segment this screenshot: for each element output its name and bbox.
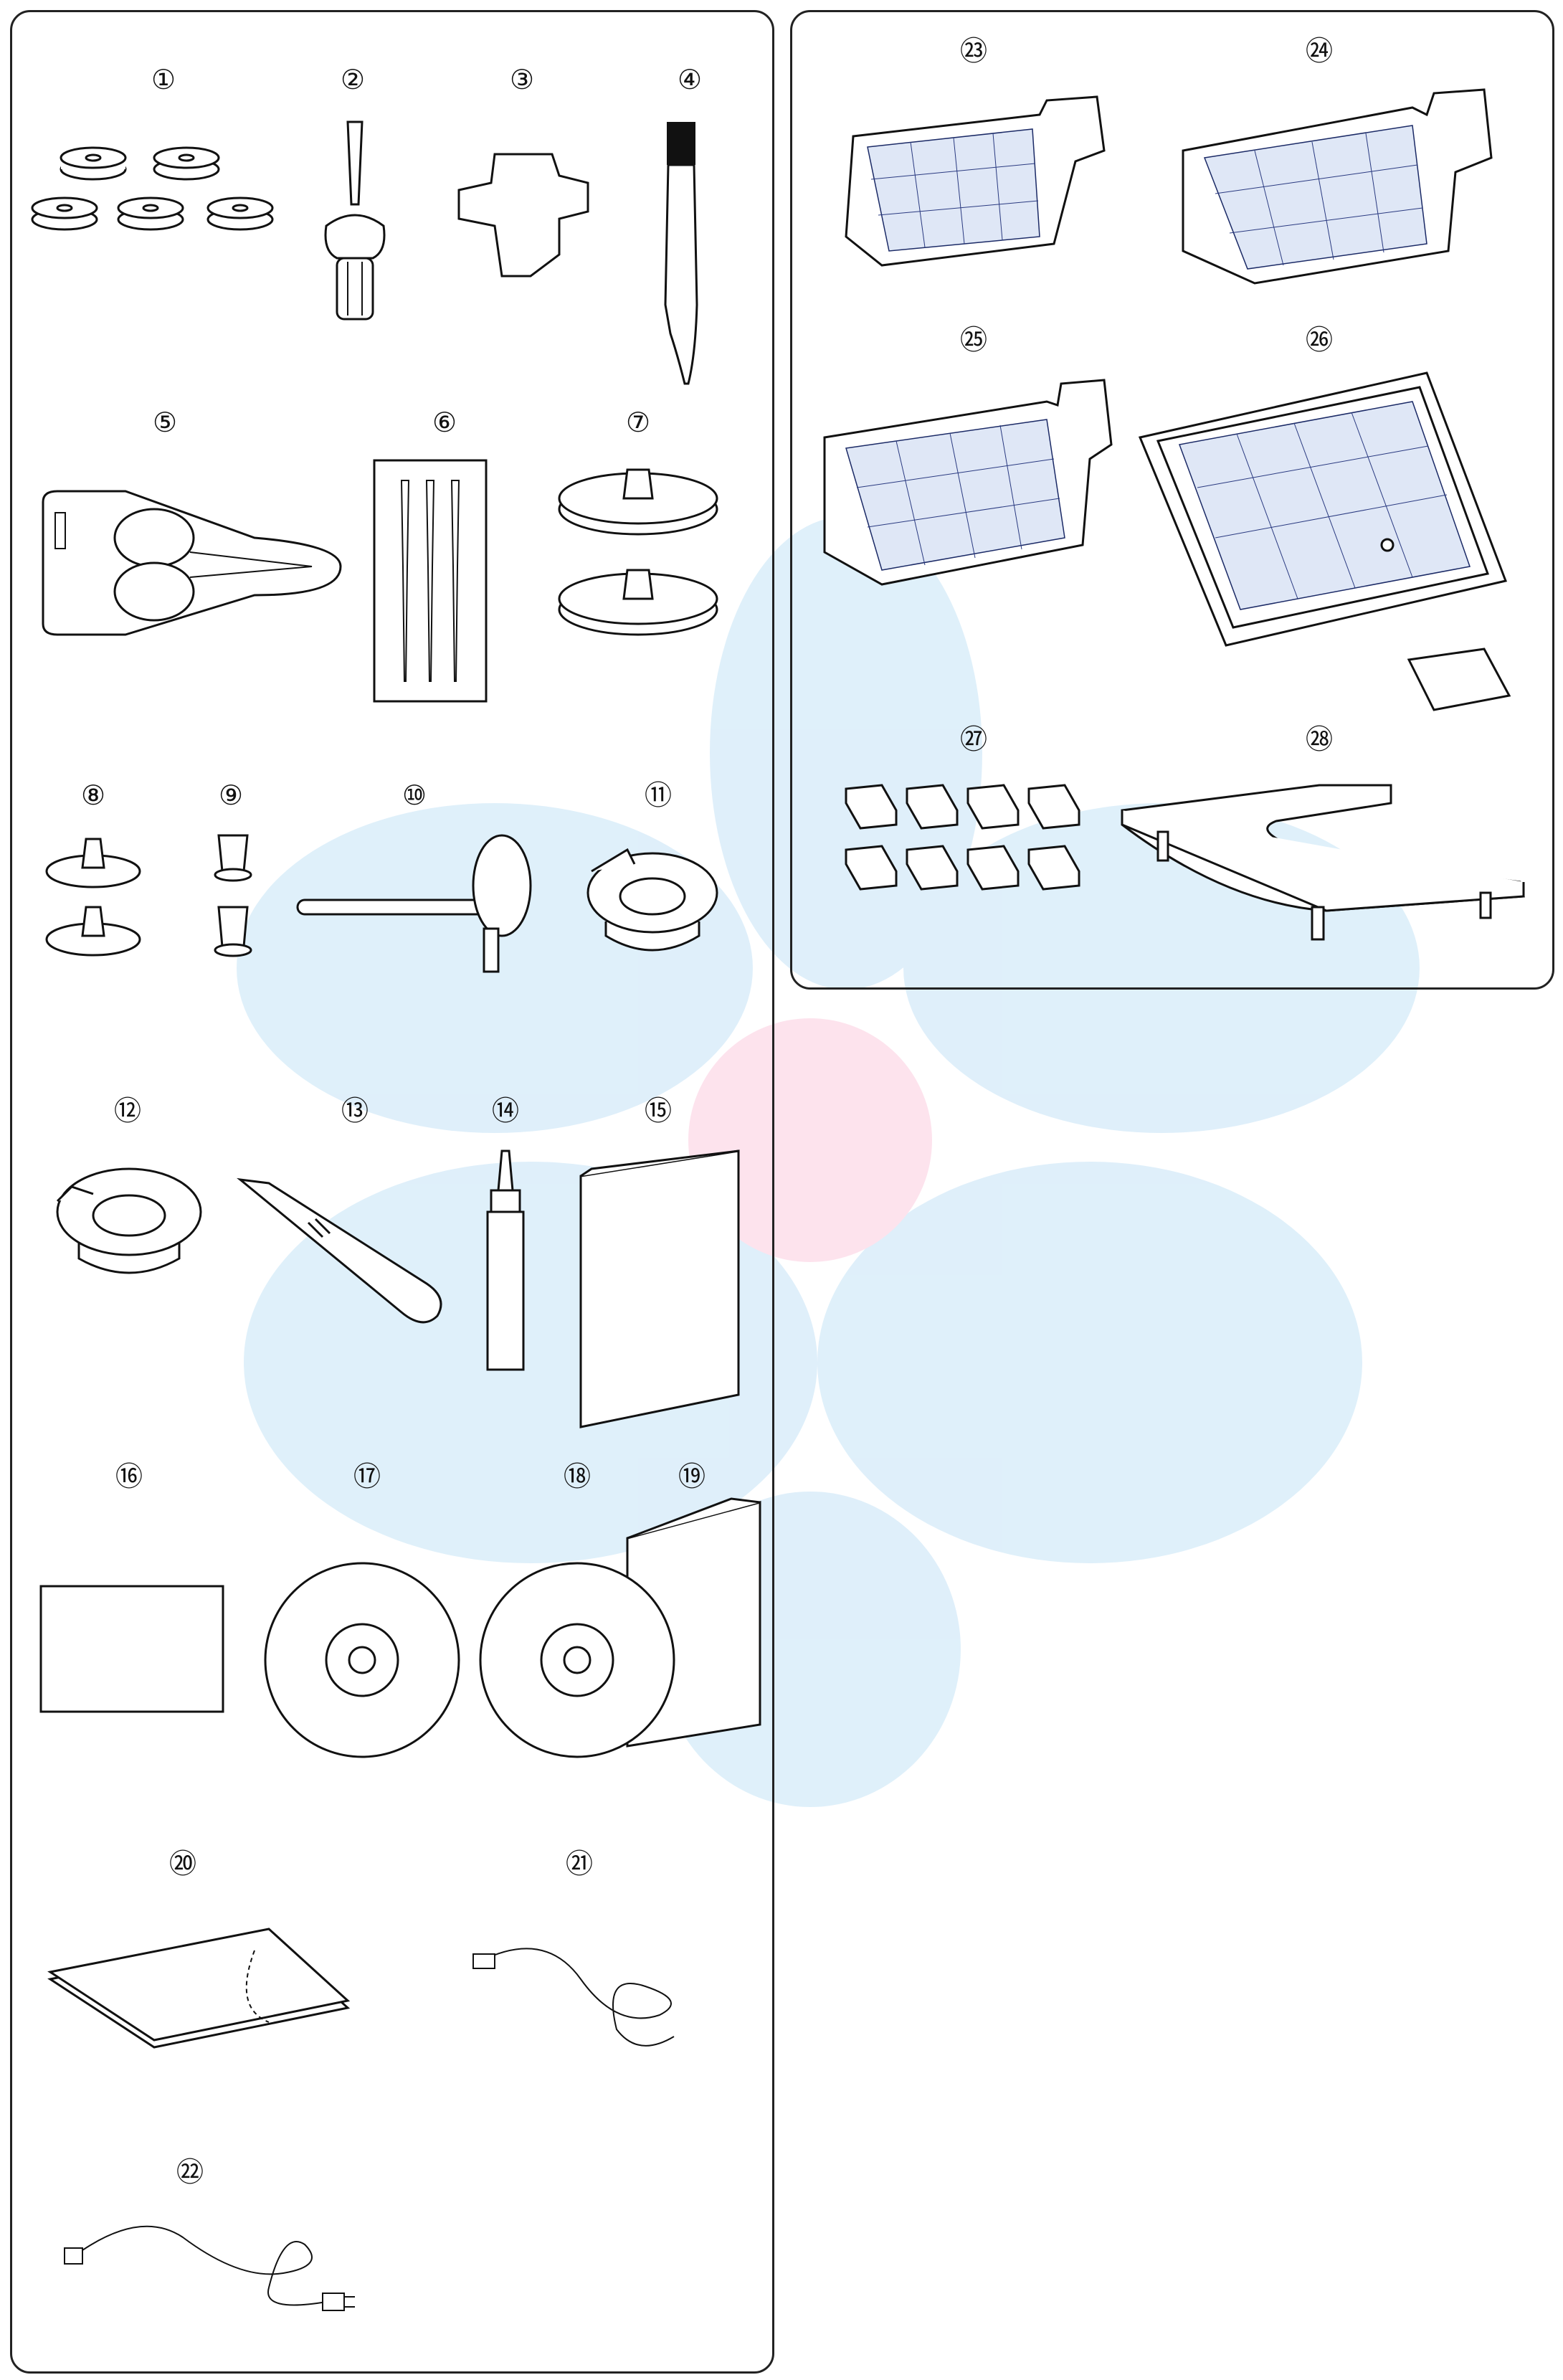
- embroidery-hoop-sq23-icon: [823, 379, 1113, 586]
- item-number-17: ⑰: [353, 1461, 381, 1492]
- bobbins-icon: [31, 146, 274, 231]
- item-number-8: ⑧: [80, 779, 106, 811]
- embroidery-hoop-sq14-icon: [845, 95, 1106, 267]
- item-number-6: ⑥: [432, 407, 457, 438]
- item-number-27: ㉗: [959, 724, 987, 755]
- item-number-12: ⑫: [113, 1095, 141, 1127]
- item-number-19: ⑲: [678, 1461, 706, 1492]
- spool-holder-small-icon: [45, 838, 141, 957]
- embroidery-accessories-panel: [790, 10, 1554, 990]
- cd-rom-icon: [264, 1562, 460, 1758]
- bobbin-case-icon: [586, 848, 718, 952]
- spool-pin-felt-icon: [214, 834, 252, 957]
- item-number-11: ⑪: [644, 779, 672, 811]
- screwdriver-icon: [324, 120, 386, 321]
- additional-spool-pin-icon: [296, 834, 532, 973]
- embroidery-hoop-gr-icon: [1138, 371, 1508, 647]
- oil-tube-icon: [486, 1149, 525, 1371]
- accessories-panel: [10, 10, 774, 2374]
- hoop-template-sheet-icon: [1407, 648, 1511, 711]
- power-cord-icon: [64, 2225, 355, 2311]
- item-number-20: ⑳: [168, 1848, 196, 1879]
- item-number-7: ⑦: [625, 407, 651, 438]
- item-number-9: ⑨: [218, 779, 244, 811]
- scissors-icon: [42, 490, 342, 636]
- item-number-16: ⑯: [115, 1461, 143, 1492]
- magnetic-clamps-icon: [845, 784, 1080, 891]
- item-number-15: ⑮: [644, 1095, 672, 1127]
- multi-purpose-tool-icon: [457, 153, 589, 278]
- touch-pen-icon: [237, 1177, 442, 1324]
- item-number-4: ④: [677, 64, 703, 95]
- spool-holder-large-icon: [558, 468, 718, 636]
- cloth-icon: [39, 1585, 224, 1713]
- extension-table-icon: [1121, 784, 1525, 941]
- embroidery-hoop-sq20-icon: [1182, 88, 1493, 285]
- item-number-10: ⑩: [402, 779, 427, 811]
- item-number-21: ㉑: [565, 1848, 593, 1879]
- item-number-28: ㉘: [1305, 724, 1333, 755]
- template-sheets-icon: [47, 1928, 351, 2049]
- instruction-book-icon: [579, 1149, 740, 1428]
- item-number-1: ①: [151, 64, 176, 95]
- usb-cable-icon: [472, 1948, 675, 2047]
- item-number-23: ㉓: [959, 35, 987, 67]
- item-number-25: ㉕: [959, 324, 987, 356]
- item-number-26: ㉖: [1305, 324, 1333, 356]
- item-number-2: ②: [340, 64, 366, 95]
- cd-rom-icon: [479, 1562, 675, 1758]
- item-number-24: ㉔: [1305, 35, 1333, 67]
- bobbin-case-alt-icon: [56, 1167, 202, 1274]
- item-number-13: ⑬: [341, 1095, 369, 1127]
- item-number-22: ㉒: [176, 2156, 204, 2188]
- item-number-3: ③: [509, 64, 535, 95]
- needle-set-icon: [373, 459, 488, 703]
- item-number-14: ⑭: [491, 1095, 519, 1127]
- item-number-5: ⑤: [152, 407, 178, 438]
- lint-brush-icon: [664, 122, 698, 385]
- item-number-18: ⑱: [563, 1461, 591, 1492]
